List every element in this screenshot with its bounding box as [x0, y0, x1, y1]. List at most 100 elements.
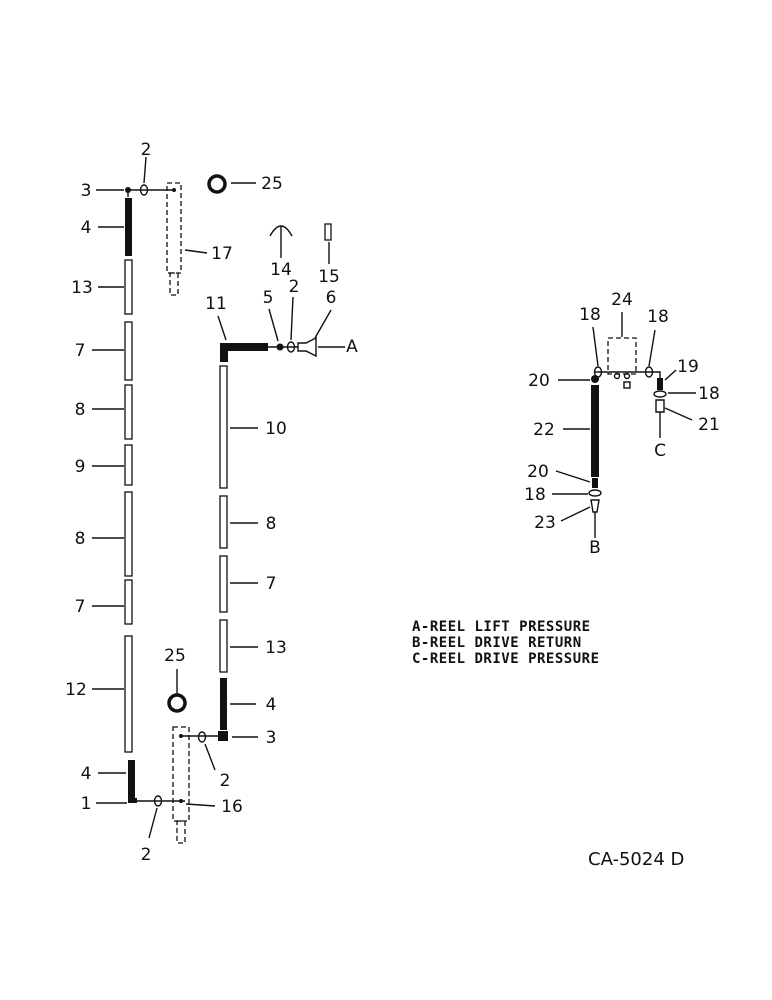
callout-7-lower: 7	[75, 597, 86, 617]
elbow-11	[220, 343, 268, 362]
rings-25	[167, 174, 227, 713]
callout-23: 23	[534, 513, 556, 533]
leader-17	[184, 249, 208, 254]
tube-10	[219, 365, 228, 489]
callout-5: 5	[263, 288, 274, 308]
callout-13-mid: 13	[265, 638, 287, 658]
legend-b: B-REEL DRIVE RETURN	[412, 635, 582, 651]
callout-17: 17	[211, 244, 233, 264]
callout-20-bottom: 20	[527, 462, 549, 482]
top-elbow-line	[127, 189, 172, 197]
fitting-19	[657, 378, 663, 390]
leader-2-top	[143, 156, 147, 184]
leader-lines	[92, 156, 696, 839]
leader-16	[185, 803, 216, 807]
fitting-6	[297, 336, 317, 358]
callout-8: 8	[75, 400, 86, 420]
leader-6	[314, 309, 332, 339]
valve-block-24	[607, 337, 637, 375]
leader-11	[217, 315, 227, 341]
cylinder-17-body	[166, 182, 182, 274]
callout-14: 14	[270, 260, 292, 280]
callout-25-bottom: 25	[164, 646, 186, 666]
callout-c: C	[654, 441, 666, 461]
fitting-20-top	[591, 375, 599, 383]
leader-19	[664, 369, 677, 381]
legend: A-REEL LIFT PRESSURE B-REEL DRIVE RETURN…	[412, 619, 600, 667]
callout-18-right: 18	[647, 307, 669, 327]
callout-19: 19	[677, 357, 699, 377]
leader-18-right	[648, 329, 656, 367]
tube-13-mid	[219, 619, 228, 673]
callout-2-bottom: 2	[141, 845, 152, 865]
callout-7-mid: 7	[266, 574, 277, 594]
valve-port-2	[623, 372, 631, 380]
callout-25: 25	[261, 174, 283, 194]
fitting-21	[655, 399, 665, 413]
o-ring-2-top	[139, 184, 149, 196]
callout-18-left: 18	[579, 305, 601, 325]
callout-15: 15	[318, 267, 340, 287]
tube-8-left-upper	[124, 384, 133, 440]
callout-a: A	[346, 337, 358, 357]
callout-20-top: 20	[528, 371, 550, 391]
callout-10: 10	[265, 419, 287, 439]
hose-4-bottom	[128, 760, 135, 798]
callout-12: 12	[65, 680, 87, 700]
tube-7-left-upper	[124, 321, 133, 381]
o-ring-18-b	[588, 489, 602, 497]
legend-c: C-REEL DRIVE PRESSURE	[412, 651, 600, 667]
tube-8-mid	[219, 495, 228, 549]
ring-25-bottom	[167, 693, 187, 713]
callout-2-mid: 2	[289, 277, 300, 297]
tube-7-left-lower	[124, 579, 133, 625]
legend-a: A-REEL LIFT PRESSURE	[412, 619, 591, 635]
callout-9: 9	[75, 457, 86, 477]
middle-tube-assembly	[181, 336, 317, 743]
callout-13: 13	[71, 278, 93, 298]
callout-16: 16	[221, 797, 243, 817]
leader-20-bottom	[555, 470, 591, 483]
callout-18-b: 18	[524, 485, 546, 505]
valve-port-1	[613, 372, 621, 380]
cylinder-17-port	[172, 188, 176, 192]
fitting-23	[590, 499, 600, 513]
clip-14-icon	[269, 225, 293, 258]
callout-4-bottom: 4	[81, 764, 92, 784]
callout-24: 24	[611, 290, 633, 310]
hose-4-top	[125, 198, 132, 256]
right-hose-assembly	[588, 337, 667, 538]
leader-2-mid-bottom	[204, 743, 216, 771]
drawing-code: CA-5024 D	[588, 849, 684, 870]
leader-5	[268, 308, 279, 342]
callout-2-mid-bottom: 2	[220, 771, 231, 791]
callout-4-mid: 4	[266, 695, 277, 715]
part-15-icon	[324, 223, 332, 241]
callout-2: 2	[141, 140, 152, 160]
o-ring-18-c	[653, 390, 667, 398]
leader-23	[560, 506, 591, 522]
tube-8-left-lower	[124, 491, 133, 577]
leader-18-left	[592, 326, 599, 367]
cylinder-16-port-2	[179, 799, 183, 803]
tube-12	[124, 635, 133, 753]
valve-plug	[623, 381, 631, 389]
tube-7-mid	[219, 555, 228, 613]
callout-18-c: 18	[698, 384, 720, 404]
leader-2-mid	[290, 296, 294, 341]
cylinder-16	[172, 726, 190, 844]
left-tube-assembly	[124, 184, 185, 807]
callout-11: 11	[205, 294, 227, 314]
callout-4: 4	[81, 218, 92, 238]
o-ring-2-bottom-left	[153, 795, 163, 807]
hose-22	[591, 385, 599, 477]
elbow-3-bottom	[218, 731, 228, 741]
fitting-20-bottom	[592, 478, 598, 488]
cylinder-17-rod	[169, 272, 179, 296]
callout-3: 3	[81, 181, 92, 201]
cylinder-17	[166, 182, 182, 296]
callout-8-lower: 8	[75, 529, 86, 549]
cylinder-16-rod	[176, 820, 186, 844]
callout-3-bottom: 3	[266, 728, 277, 748]
